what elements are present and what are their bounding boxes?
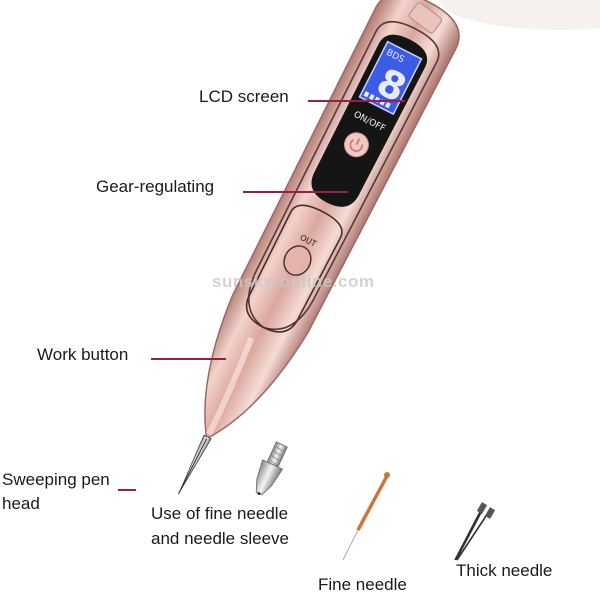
leader-work-button (151, 358, 226, 360)
label-gear-regulating: Gear-regulating (96, 177, 215, 196)
leader-gear-regulating (243, 191, 348, 193)
label-fine-needle: Fine needle (318, 575, 407, 594)
pen-body: BDS 8 ON/OFF OUT (178, 0, 460, 495)
leader-sweeping-pen-head (118, 489, 136, 491)
label-work-button: Work button (37, 345, 129, 364)
label-thick-needle: Thick needle (456, 561, 553, 580)
needle-sleeve (255, 441, 288, 496)
label-sweeping-pen-head-1: Sweeping pen (2, 470, 110, 489)
work-button (283, 245, 312, 276)
label-fine-needle-sleeve-1: Use of fine needle (151, 504, 289, 523)
thick-needle (454, 502, 496, 561)
leader-lcd-screen (308, 100, 405, 102)
label-lcd-screen: LCD screen (199, 87, 289, 106)
fine-needle (342, 472, 390, 561)
label-fine-needle-sleeve-2: and needle sleeve (151, 529, 290, 548)
power-icon (349, 139, 364, 152)
background-glow (440, 0, 600, 30)
label-sweeping-pen-head-2: head (2, 494, 40, 513)
watermark: sunsky-online.com (212, 272, 375, 291)
